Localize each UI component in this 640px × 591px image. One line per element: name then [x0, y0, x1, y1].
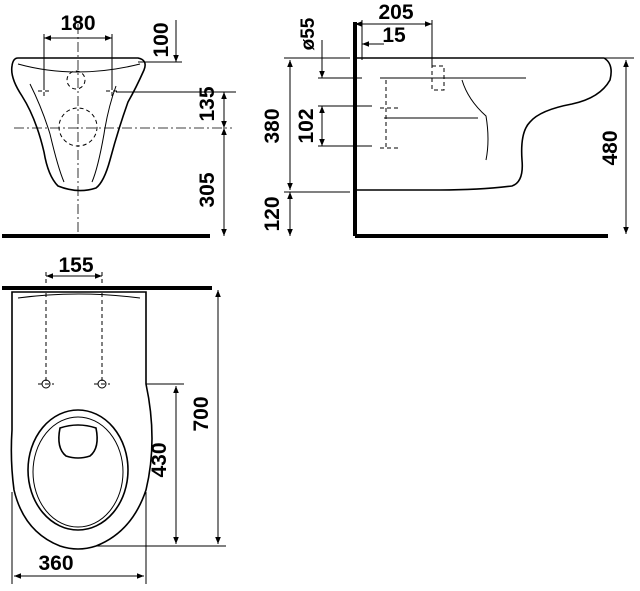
dim-top-length: 700 [190, 396, 213, 431]
dim-top-width: 360 [38, 552, 73, 575]
dim-top-spacing: 155 [58, 254, 93, 277]
dim-front-width: 180 [60, 12, 95, 35]
side-hidden-lines [380, 65, 445, 150]
front-view: 180 100 135 305 [2, 12, 236, 238]
dim-side-total: 480 [599, 130, 622, 165]
front-bowl-outline [10, 57, 146, 192]
dim-side-height: 380 [261, 108, 284, 143]
front-bowl-inner [29, 83, 117, 183]
front-rim-line [17, 63, 141, 73]
top-outlet-shape [58, 424, 98, 459]
dim-top-mid: 430 [148, 442, 171, 477]
dim-front-top: 100 [150, 22, 173, 57]
dim-side-offset: 15 [382, 24, 406, 47]
dim-side-diameter: ø55 [298, 17, 319, 50]
top-rim-line [17, 293, 141, 299]
dim-side-floor: 120 [261, 196, 284, 231]
dim-front-mid: 135 [196, 86, 219, 121]
top-seat-inner [32, 416, 124, 528]
front-inlet-circle [66, 70, 86, 90]
top-seat-outer [27, 409, 129, 531]
top-view: 155 700 430 360 [2, 254, 226, 584]
side-bowl-inner [380, 77, 526, 161]
dim-side-spacing: 102 [295, 108, 318, 143]
side-view: 205 15 ø55 102 380 120 480 [261, 1, 634, 238]
dim-side-depth: 205 [378, 1, 413, 24]
dim-front-low: 305 [196, 172, 219, 207]
side-bowl-outline [357, 57, 612, 191]
top-bowl-outline [10, 291, 153, 550]
